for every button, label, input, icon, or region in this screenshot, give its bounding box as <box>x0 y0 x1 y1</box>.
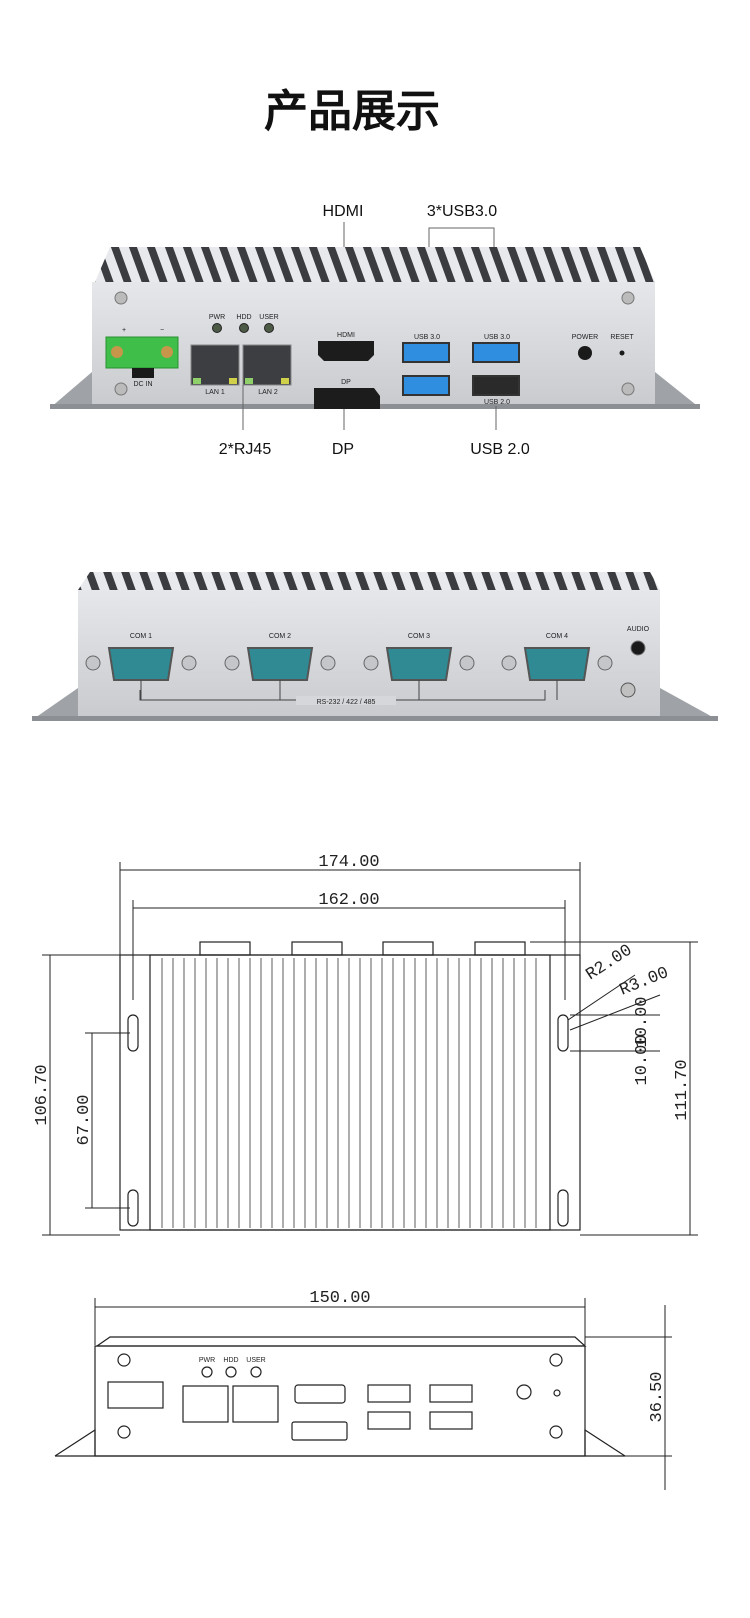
dim-overall-depth: 106.70 <box>33 1064 52 1125</box>
label-hdmi: HDMI <box>337 332 355 339</box>
label-pwr: PWR <box>209 314 225 321</box>
label-audio: AUDIO <box>627 626 650 633</box>
power-button[interactable] <box>578 346 592 360</box>
dim-slot-a: 10.00 <box>633 996 652 1047</box>
dim-overall-width: 174.00 <box>318 853 379 872</box>
label-usb20: USB 2.0 <box>484 399 510 406</box>
mount-foot-left <box>50 372 92 408</box>
callout-usb20: USB 2.0 <box>470 441 530 458</box>
mount-foot-right <box>655 372 700 408</box>
callout-usb30: 3*USB3.0 <box>427 203 497 220</box>
ground-screw <box>620 682 636 698</box>
label-power: POWER <box>572 334 598 341</box>
label-plus: + <box>122 327 126 334</box>
com-label: COM 1 <box>130 633 152 640</box>
top-dimension-drawing: 174.00 162.00 106.70 67.00 111.70 R2.00 … <box>33 853 698 1236</box>
drawing-label-user: USER <box>246 1357 265 1364</box>
reset-button[interactable] <box>619 350 625 356</box>
callout-dp: DP <box>332 441 354 458</box>
heatsink-fins <box>95 247 655 282</box>
label-minus: − <box>160 327 164 334</box>
com-port-1: COM 1 <box>85 633 197 700</box>
audio-jack <box>630 640 646 656</box>
label-hdd: HDD <box>236 314 251 321</box>
com-port-3: COM 3 <box>363 633 475 700</box>
front-dimension-drawing: 150.00 PWR HDD USER 36.50 <box>54 1289 672 1490</box>
usb30-port-3 <box>472 342 520 363</box>
page-title: 产品展示 <box>264 86 440 137</box>
dim-front-width: 150.00 <box>309 1289 370 1308</box>
com-port-2: COM 2 <box>224 633 336 700</box>
com-label: COM 2 <box>269 633 291 640</box>
dim-hole-spacing-width: 162.00 <box>318 891 379 910</box>
usb30-port-2 <box>402 375 450 396</box>
com-label: COM 4 <box>546 633 568 640</box>
drawing-label-hdd: HDD <box>223 1357 238 1364</box>
usb20-port <box>472 375 520 396</box>
callout-rj45: 2*RJ45 <box>219 441 272 458</box>
label-lan1: LAN 1 <box>205 389 225 396</box>
serial-note: RS-232 / 422 / 485 <box>317 699 376 706</box>
led-hdd <box>239 323 249 333</box>
dim-hole-spacing-depth: 67.00 <box>75 1094 94 1145</box>
com-port-4: COM 4 <box>501 633 613 700</box>
led-pwr <box>212 323 222 333</box>
label-reset: RESET <box>610 334 634 341</box>
com-label: COM 3 <box>408 633 430 640</box>
dp-port <box>314 388 380 409</box>
label-dp: DP <box>341 379 351 386</box>
label-user: USER <box>259 314 278 321</box>
label-usb30-a: USB 3.0 <box>414 334 440 341</box>
heatsink-fins-rear <box>78 572 660 590</box>
rear-view: COM 1 COM 2 COM 3 COM 4 AUDIO RS-232 / 422 … <box>32 572 718 721</box>
drawing-label-pwr: PWR <box>199 1357 215 1364</box>
dim-total-depth: 111.70 <box>673 1059 692 1120</box>
callout-hdmi: HDMI <box>323 203 364 220</box>
label-lan2: LAN 2 <box>258 389 278 396</box>
usb30-port-1 <box>402 342 450 363</box>
dim-slot-b: 10.00 <box>633 1034 652 1085</box>
front-view: HDMI 3*USB3.0 + − DC IN PWR HDD USER <box>50 203 700 458</box>
dim-front-height: 36.50 <box>648 1371 667 1422</box>
label-dc-in: DC IN <box>133 381 152 388</box>
dim-radius-large: R3.00 <box>617 964 671 1001</box>
hdmi-port <box>318 341 374 361</box>
led-user <box>264 323 274 333</box>
label-usb30-b: USB 3.0 <box>484 334 510 341</box>
